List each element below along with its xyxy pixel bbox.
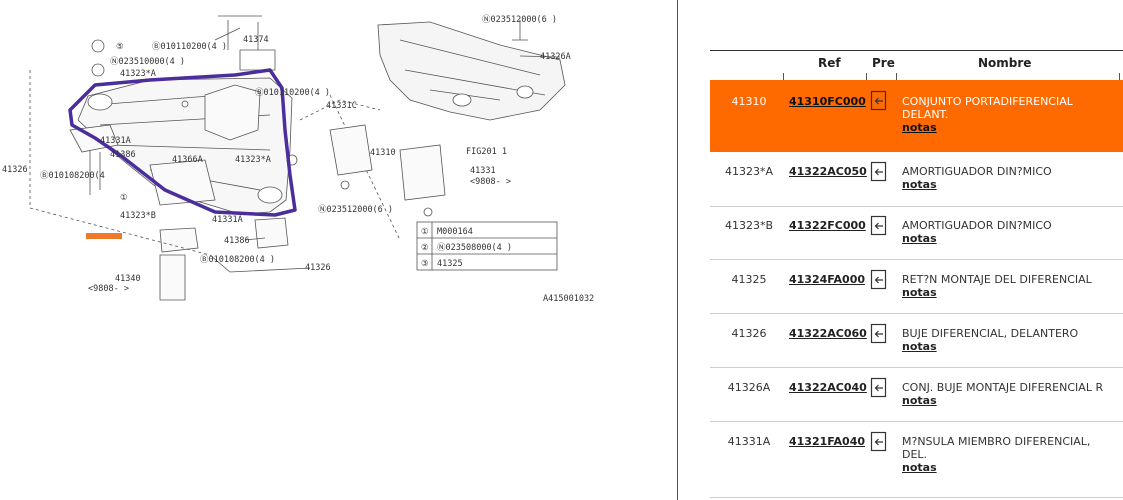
header-pre[interactable]: Pre — [872, 56, 895, 70]
column-resize-handle[interactable] — [866, 73, 867, 81]
label-1: ① — [120, 193, 128, 203]
price-icon[interactable] — [870, 161, 888, 186]
label-41331c: 41331C — [326, 101, 357, 111]
notes-link[interactable]: notas — [902, 286, 937, 299]
label-41331a-left: 41331A — [100, 136, 131, 146]
price-icon[interactable] — [870, 377, 888, 402]
table-row[interactable]: 41331A 41321FA040 M?NSULA MIEMBRO DIFERE… — [710, 421, 1123, 498]
parts-diagram[interactable]: 41374 ⑤ Ⓑ010110200(4 ) Ⓝ023510000(4 ) 41… — [0, 0, 640, 500]
ref-number: 41326 — [731, 327, 767, 340]
ref-number: 41323*B — [724, 219, 774, 232]
label-41310: 41310 — [370, 148, 396, 158]
part-name: CONJUNTO PORTADIFERENCIAL DELANT. — [902, 95, 1073, 121]
label-b2: Ⓑ010110200(4 ) — [255, 88, 330, 98]
label-9808-right: <9808- > — [470, 177, 511, 187]
notes-link[interactable]: notas — [902, 394, 937, 407]
label-b3: Ⓑ010108200(4 — [40, 171, 105, 181]
part-name: AMORTIGUADOR DIN?MICO — [902, 219, 1052, 232]
legend-2-val: Ⓝ023508000(4 ) — [437, 243, 512, 253]
label-41331a-bot: 41331A — [212, 215, 243, 225]
legend-3-num: ③ — [421, 259, 429, 269]
ref-number: 41326A — [727, 381, 771, 394]
label-n-top: Ⓝ023512000(6 ) — [482, 15, 557, 25]
price-icon[interactable] — [870, 323, 888, 348]
ref-number: 41331A — [727, 435, 771, 448]
part-name: CONJ. BUJE MONTAJE DIFERENCIAL R — [902, 381, 1104, 394]
table-header: Ref Pre Nombre — [710, 50, 1123, 81]
part-number-link[interactable]: 41322AC040 — [789, 381, 867, 394]
notes-link[interactable]: notas — [902, 121, 937, 134]
header-ref[interactable]: Ref — [818, 56, 841, 70]
selection-outline — [68, 68, 297, 217]
part-name: AMORTIGUADOR DIN?MICO — [902, 165, 1052, 178]
label-41323a-top: 41323*A — [120, 69, 156, 79]
table-row[interactable]: 41326A 41322AC040 CONJ. BUJE MONTAJE DIF… — [710, 367, 1123, 422]
legend-1-num: ① — [421, 227, 429, 237]
label-41326-bot: 41326 — [305, 263, 331, 273]
label-41386-bot: 41386 — [224, 236, 250, 246]
price-icon[interactable] — [870, 215, 888, 240]
label-n1: Ⓝ023510000(4 ) — [110, 57, 185, 67]
diagram-code: A415001032 — [543, 294, 594, 304]
legend-1-val: M000164 — [437, 227, 473, 237]
legend-2-num: ② — [421, 243, 429, 253]
table-row[interactable]: 41326 41322AC060 BUJE DIFERENCIAL, DELAN… — [710, 313, 1123, 368]
label-41323a-mid: 41323*A — [235, 155, 271, 165]
label-b4: Ⓑ010108200(4 ) — [200, 255, 275, 265]
highlight-marker — [86, 233, 122, 239]
part-name: RET?N MONTAJE DEL DIFERENCIAL — [902, 273, 1092, 286]
label-41386: 41386 — [110, 150, 136, 160]
parts-table: Ref Pre Nombre 41310 41310FC000 CONJUNTO… — [710, 0, 1123, 500]
part-name: M?NSULA MIEMBRO DIFERENCIAL, DEL. — [902, 435, 1091, 461]
table-row[interactable]: 41323*B 41322FC000 AMORTIGUADOR DIN?MICO… — [710, 206, 1123, 260]
table-row[interactable]: 41323*A 41322AC050 AMORTIGUADOR DIN?MICO… — [710, 152, 1123, 207]
notes-link[interactable]: notas — [902, 178, 937, 191]
part-number-link[interactable]: 41322AC060 — [789, 327, 867, 340]
label-41366a: 41366A — [172, 155, 203, 165]
notes-link[interactable]: notas — [902, 461, 937, 474]
label-n-mid: Ⓝ023512000(6 ) — [318, 205, 393, 215]
label-41323b: 41323*B — [120, 211, 156, 221]
price-icon[interactable] — [870, 269, 888, 294]
table-row[interactable]: 41310 41310FC000 CONJUNTO PORTADIFERENCI… — [710, 80, 1123, 152]
part-number-link[interactable]: 41322FC000 — [789, 219, 866, 232]
part-number-link[interactable]: 41322AC050 — [789, 165, 867, 178]
label-41374: 41374 — [243, 35, 269, 45]
part-name: BUJE DIFERENCIAL, DELANTERO — [902, 327, 1079, 340]
label-41326a: 41326A — [540, 52, 571, 62]
part-name-cell: M?NSULA MIEMBRO DIFERENCIAL, DEL.notas — [902, 435, 1117, 474]
notes-link[interactable]: notas — [902, 232, 937, 245]
notes-link[interactable]: notas — [902, 340, 937, 353]
ref-number: 41323*A — [724, 165, 774, 178]
exploded-view-drawing: 41374 ⑤ Ⓑ010110200(4 ) Ⓝ023510000(4 ) 41… — [2, 15, 594, 304]
column-resize-handle[interactable] — [896, 73, 897, 81]
column-resize-handle[interactable] — [783, 73, 784, 81]
label-5: ⑤ — [116, 42, 124, 52]
ref-number: 41310 — [731, 95, 767, 108]
part-number-link[interactable]: 41310FC000 — [789, 95, 866, 108]
part-number-link[interactable]: 41321FA040 — [789, 435, 865, 448]
label-fig: FIG201 1 — [466, 147, 507, 157]
ref-number: 41325 — [731, 273, 767, 286]
column-resize-handle[interactable] — [1119, 73, 1120, 81]
label-41340: 41340 — [115, 274, 141, 284]
label-9808-left: <9808- > — [88, 284, 129, 294]
header-name[interactable]: Nombre — [978, 56, 1032, 70]
table-row[interactable]: 41325 41324FA000 RET?N MONTAJE DEL DIFER… — [710, 259, 1123, 314]
label-41326-left: 41326 — [2, 165, 28, 175]
price-icon[interactable] — [870, 90, 888, 115]
label-b1: Ⓑ010110200(4 ) — [152, 42, 227, 52]
legend-3-val: 41325 — [437, 259, 463, 269]
label-41331: 41331 — [470, 166, 496, 176]
part-name-cell: CONJUNTO PORTADIFERENCIAL DELANT.notas — [902, 95, 1117, 134]
panel-divider — [677, 0, 678, 500]
part-number-link[interactable]: 41324FA000 — [789, 273, 865, 286]
price-icon[interactable] — [870, 431, 888, 456]
